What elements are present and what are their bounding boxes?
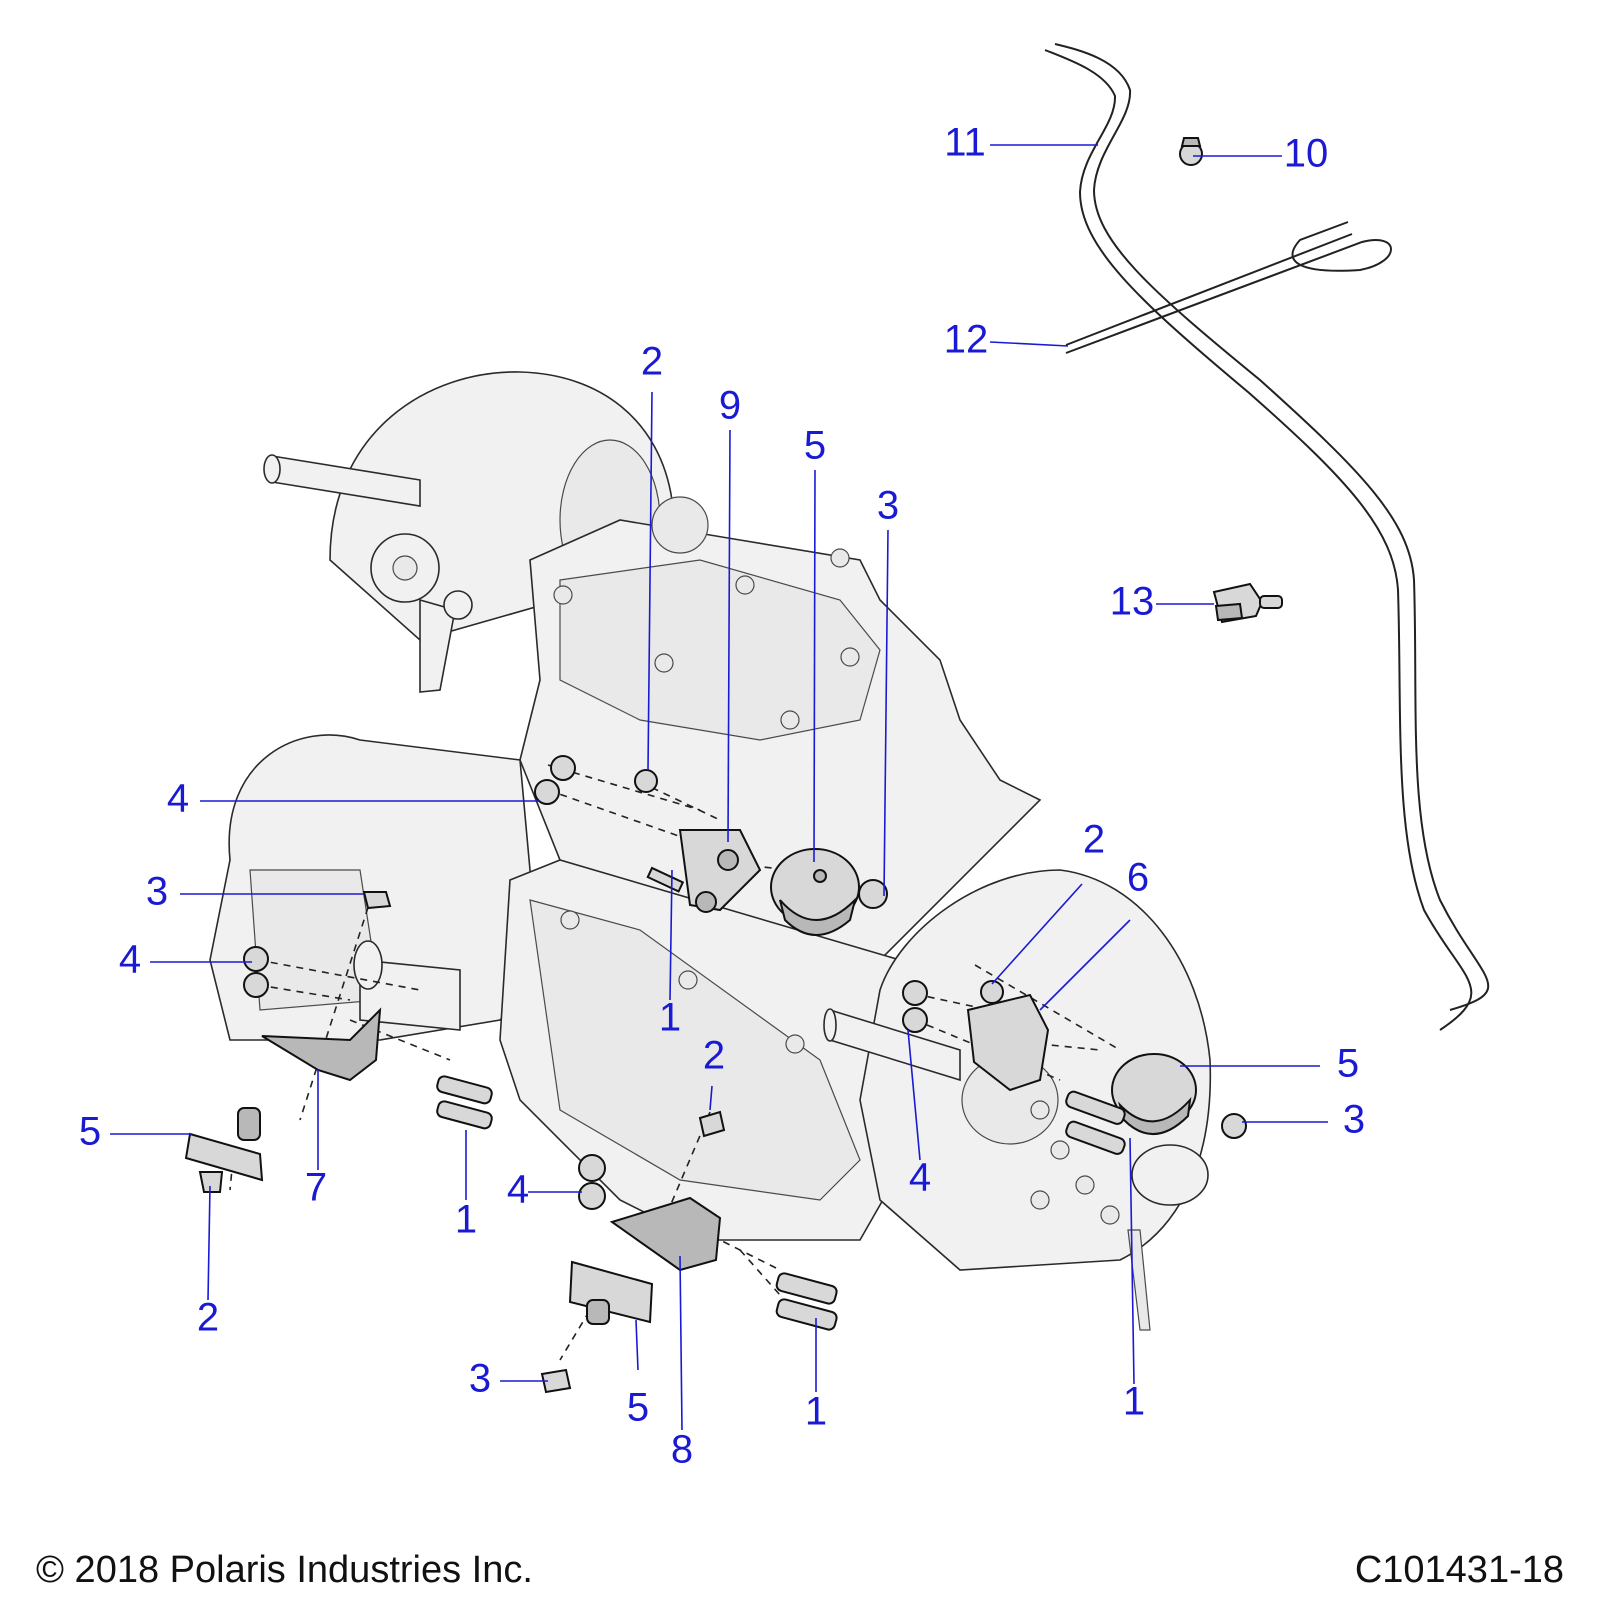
engine-mount-left xyxy=(184,1107,264,1193)
figure-id: C101431-18 xyxy=(1354,1549,1564,1591)
engine-mount-lower xyxy=(568,1260,654,1325)
callout-labels: 11 10 12 13 2 9 5 3 4 3 4 2 6 1 2 5 3 4 … xyxy=(79,121,1365,1472)
leader-lines xyxy=(110,144,1328,1431)
callout-6: 6 xyxy=(1127,856,1149,900)
vent-hose xyxy=(1044,43,1490,1031)
callout-1: 1 xyxy=(805,1390,827,1434)
callout-3: 3 xyxy=(877,484,899,528)
callout-7: 7 xyxy=(305,1166,327,1210)
engine-mount-upper xyxy=(770,848,860,936)
callout-3: 3 xyxy=(146,870,168,914)
fitting-13 xyxy=(1212,582,1283,624)
callout-2: 2 xyxy=(641,340,663,384)
callout-2: 2 xyxy=(197,1296,219,1340)
callout-5: 5 xyxy=(79,1110,101,1154)
mount-bracket-9 xyxy=(678,829,762,913)
strap-12 xyxy=(1065,221,1392,354)
callout-1: 1 xyxy=(455,1198,477,1242)
callout-5: 5 xyxy=(627,1386,649,1430)
callout-3: 3 xyxy=(1343,1098,1365,1142)
callout-9: 9 xyxy=(719,384,741,428)
callout-11: 11 xyxy=(944,121,986,165)
callout-4: 4 xyxy=(167,777,189,821)
callout-2: 2 xyxy=(1083,818,1105,862)
clamp-10 xyxy=(1179,137,1203,166)
copyright-notice: © 2018 Polaris Industries Inc. xyxy=(36,1549,533,1591)
callout-8: 8 xyxy=(671,1428,693,1472)
callout-5: 5 xyxy=(1337,1042,1359,1086)
callout-5: 5 xyxy=(804,424,826,468)
engine-mount-right xyxy=(1111,1053,1197,1135)
callout-10: 10 xyxy=(1284,132,1329,176)
callout-2: 2 xyxy=(703,1034,725,1078)
mount-parts xyxy=(184,755,1247,1394)
callout-13: 13 xyxy=(1110,580,1155,624)
callout-4: 4 xyxy=(909,1156,931,1200)
callout-12: 12 xyxy=(944,318,989,362)
callout-1: 1 xyxy=(1123,1380,1145,1424)
callout-4: 4 xyxy=(119,938,141,982)
callout-4: 4 xyxy=(507,1168,529,1212)
callout-3: 3 xyxy=(469,1357,491,1401)
callout-1: 1 xyxy=(659,996,681,1040)
